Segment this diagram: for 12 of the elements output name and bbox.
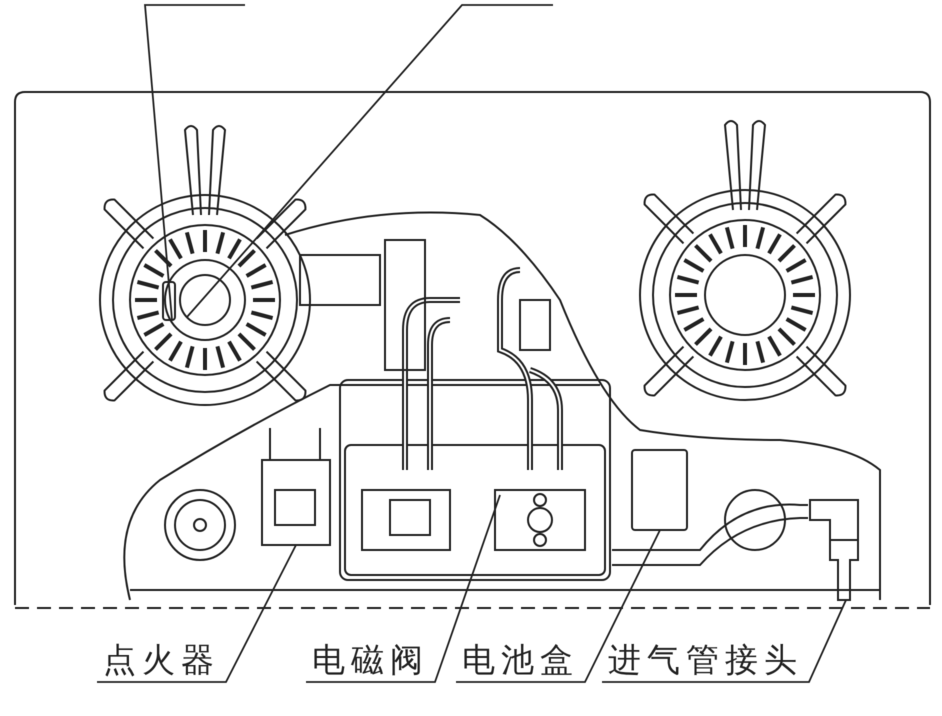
burner-cap-drawing (179, 274, 231, 326)
igniter-drawing (261, 428, 331, 546)
leader-line (186, 4, 553, 318)
leader-line (456, 530, 661, 683)
ignition-needle-drawing (162, 281, 176, 321)
valve-drawing (494, 489, 586, 551)
leader-line (306, 494, 501, 683)
inlet-connector-drawing (809, 499, 859, 601)
leader-line (144, 4, 245, 320)
leader-line (97, 544, 297, 683)
battery-box-drawing (631, 449, 688, 531)
leader-line (602, 600, 847, 683)
